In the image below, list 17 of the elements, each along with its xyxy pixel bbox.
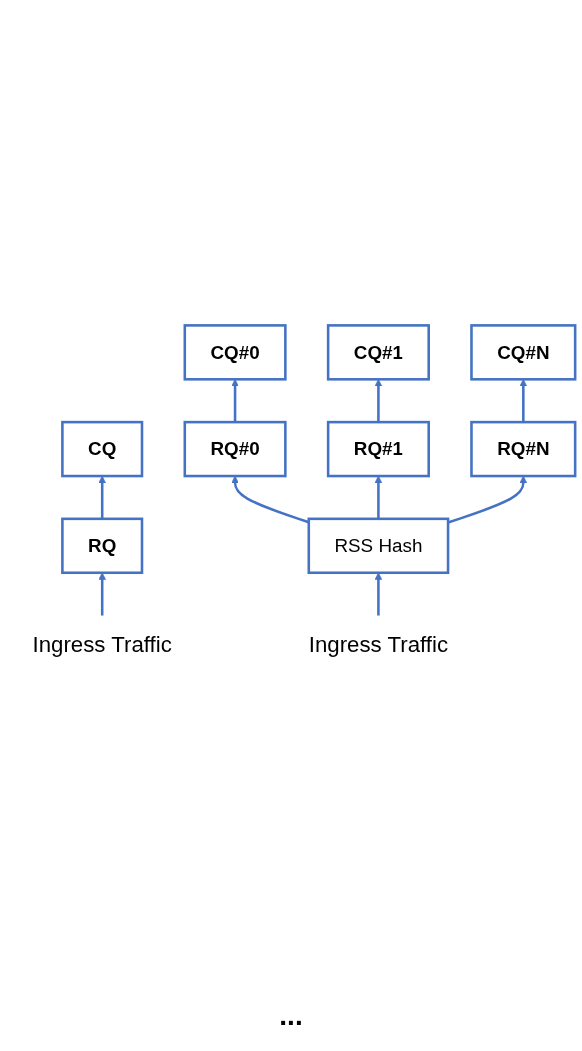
node-box: CQ#N [470, 324, 577, 381]
arrow [98, 572, 106, 616]
arrow [231, 379, 239, 423]
node-box: RSS Hash [307, 517, 450, 575]
arrow [374, 379, 383, 423]
node-text: Ingress Traffic [32, 631, 172, 658]
node-text: Ingress Traffic [308, 631, 449, 658]
arrow [374, 572, 383, 616]
ellipsis-label: ... [278, 1000, 304, 1032]
node-box: CQ#1 [326, 324, 430, 381]
node-box: RQ#N [470, 420, 577, 478]
node-box: RQ#1 [326, 420, 430, 478]
node-box: CQ [61, 420, 144, 478]
node-box: RQ [61, 517, 144, 575]
arrow [519, 379, 528, 423]
node-box: RQ#0 [183, 420, 287, 478]
node-box: CQ#0 [183, 324, 287, 381]
